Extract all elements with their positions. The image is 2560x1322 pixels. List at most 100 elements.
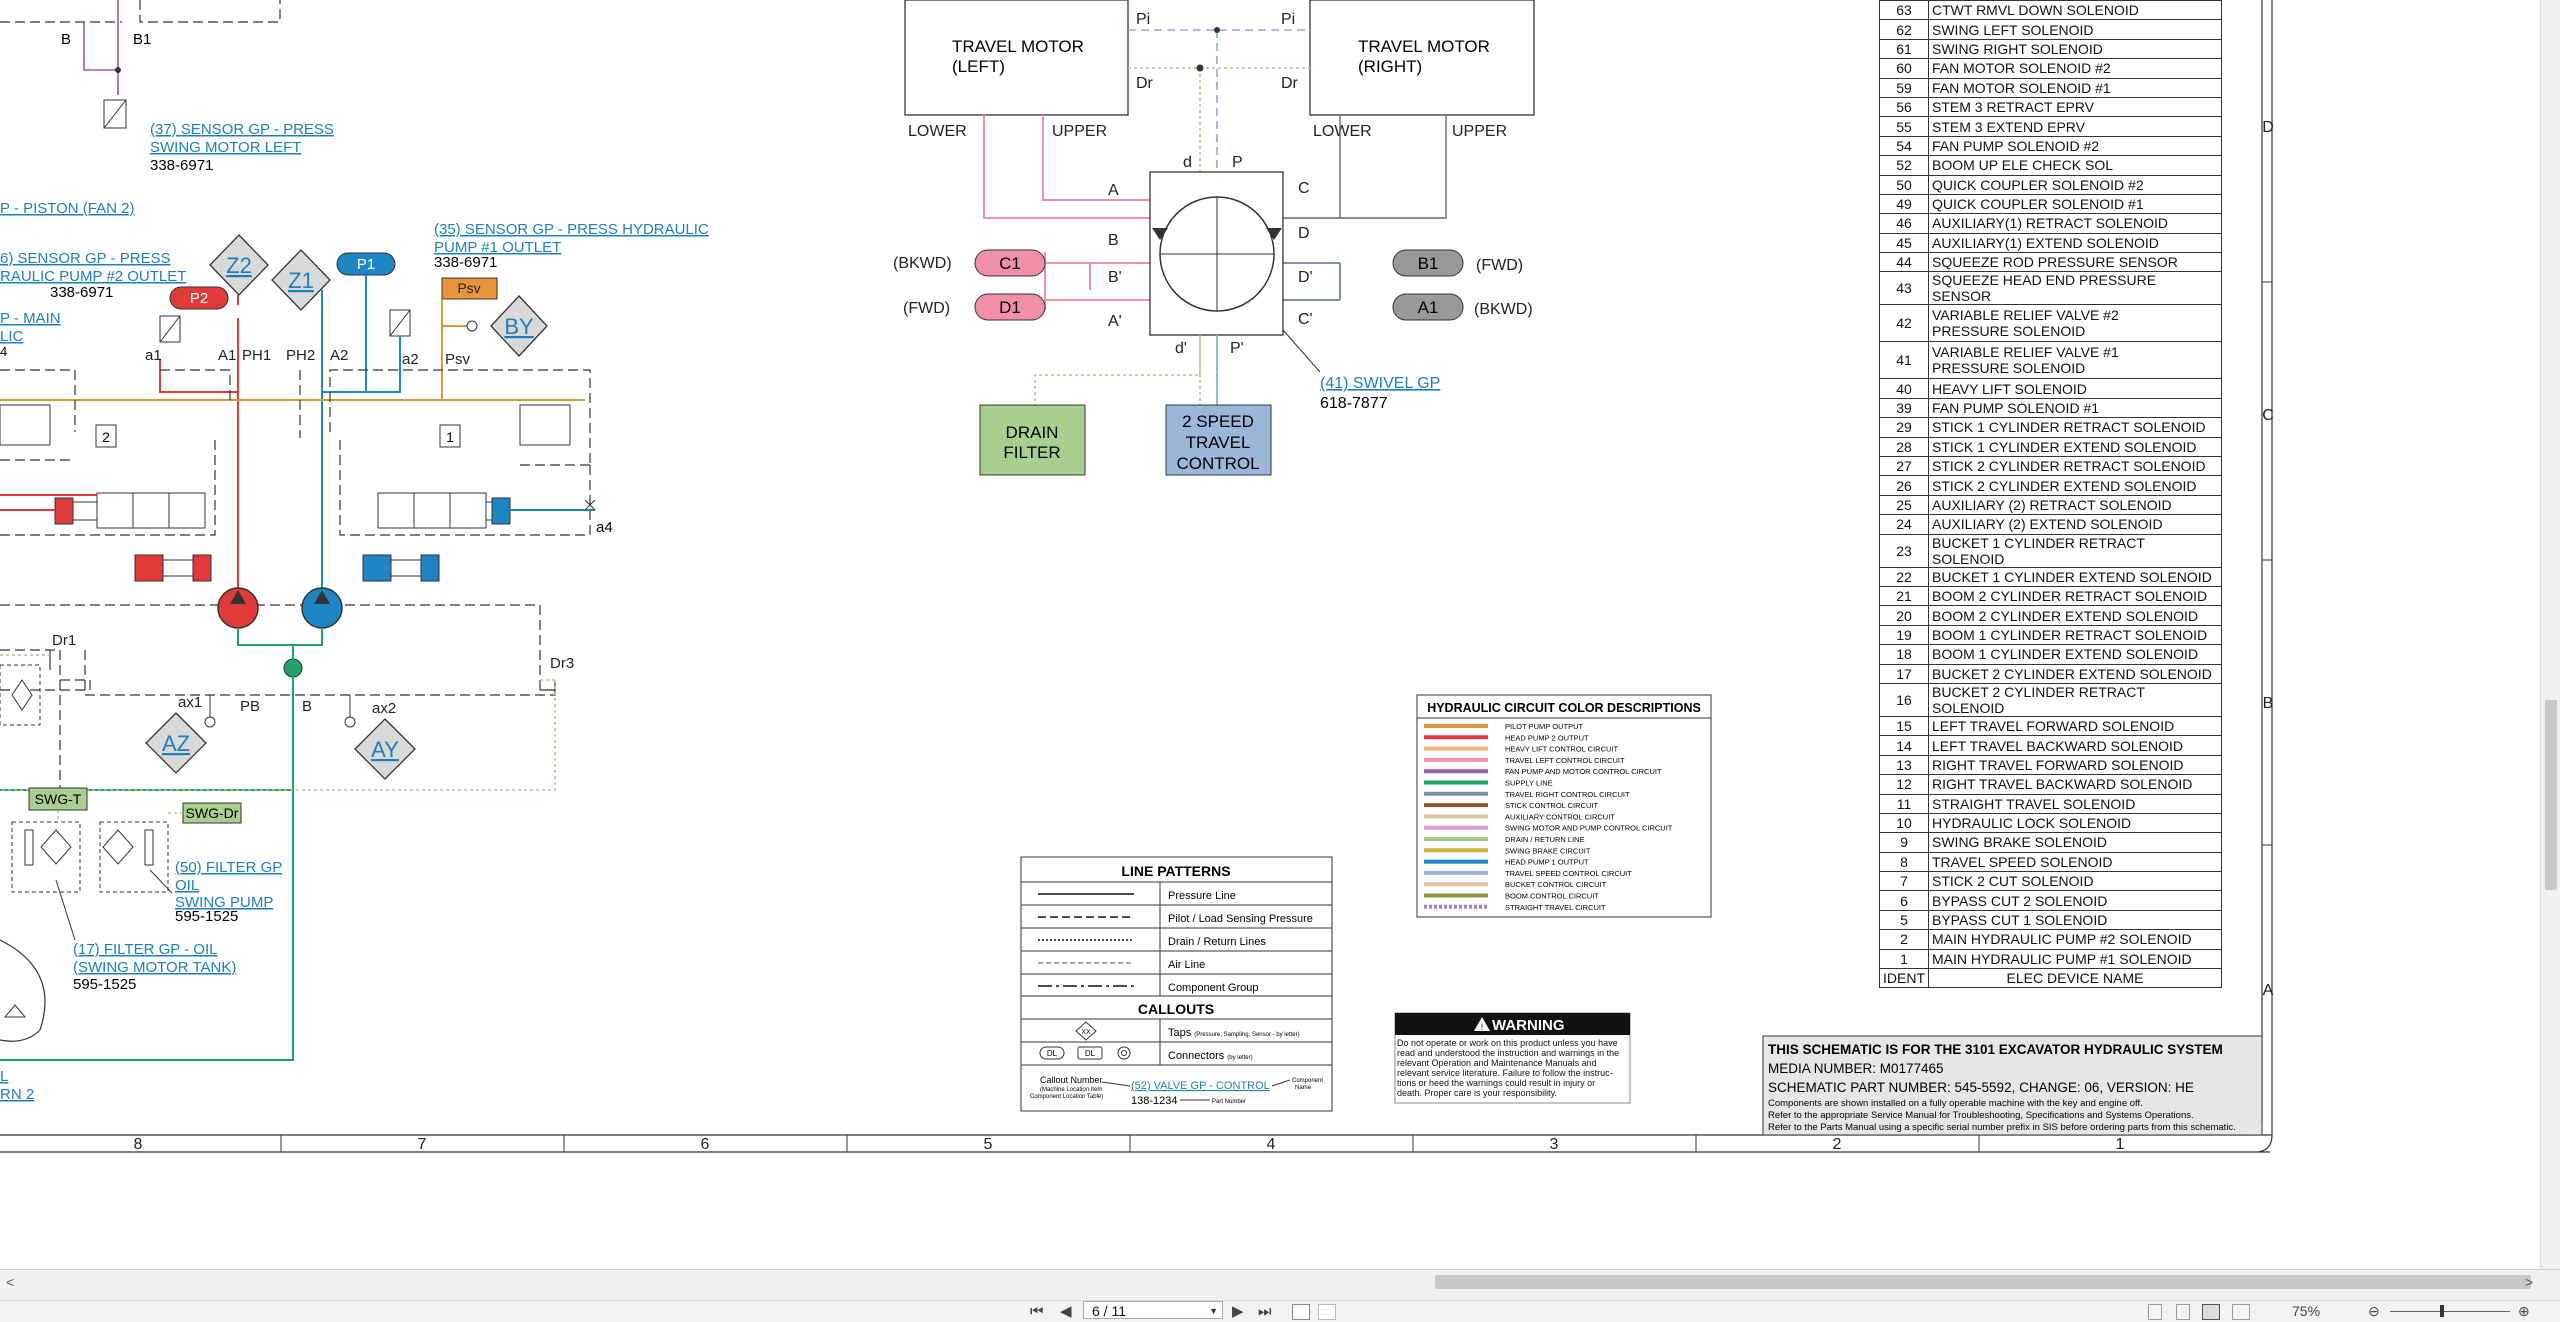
document-viewport[interactable]: 8 7 6 5 4 3 2 1 D C B A TRAVEL MOTOR(LEF… [0, 0, 2560, 1269]
label-ax2: ax2 [372, 700, 396, 717]
schematic-drawing: 8 7 6 5 4 3 2 1 D C B A TRAVEL MOTOR(LEF… [0, 0, 2384, 1175]
main-link-line2[interactable]: LIC [0, 328, 24, 345]
filter50-link[interactable]: (50) FILTER GP [175, 859, 282, 876]
label-b-top: B [61, 31, 71, 48]
pattern-component: Component Group [1168, 982, 1259, 994]
warning-line-6: death. Proper care is your responsibilit… [1397, 1088, 1557, 1098]
warning-line-4: relevant service literature. Failure to … [1397, 1068, 1613, 1078]
label-B-pump: B [302, 698, 312, 715]
zoom-in-button[interactable]: ⊕ [2518, 1303, 2530, 1319]
callout-example-link[interactable]: (52) VALVE GP - CONTROL [1131, 1080, 1270, 1092]
filter50-link-line3[interactable]: SWING PUMP [175, 894, 273, 911]
zoom-out-button[interactable]: ⊖ [2368, 1303, 2380, 1319]
port-p-prime: P' [1230, 340, 1244, 357]
fit-view-icon[interactable] [2232, 1304, 2250, 1320]
zoom-slider-track[interactable] [2390, 1311, 2510, 1312]
device-ident: 23 [1879, 533, 1929, 568]
device-ident: 18 [1879, 644, 1929, 665]
device-ident: 7 [1879, 871, 1929, 892]
scroll-left-arrow[interactable]: < [6, 1274, 15, 1290]
fragment-l-link[interactable]: L [0, 1068, 8, 1085]
device-name: BUCKET 1 CYLINDER EXTEND SOLENOID [1928, 566, 2222, 587]
device-ident: 42 [1879, 304, 1929, 343]
device-ident: 26 [1879, 475, 1929, 496]
port-d-prime: D' [1298, 269, 1313, 286]
main-link[interactable]: P - MAIN [0, 310, 61, 327]
upper-left: UPPER [1052, 123, 1107, 140]
device-name: AUXILIARY(1) RETRACT SOLENOID [1928, 213, 2222, 234]
paste-icon[interactable] [1318, 1304, 1336, 1320]
grid-row-b: B [2263, 695, 2274, 712]
svg-text:Connectors(by letter): Connectors(by letter) [1168, 1050, 1253, 1062]
first-page-button[interactable]: ⏮ [1030, 1303, 1044, 1320]
connector-b1-label: B1 [1418, 254, 1439, 273]
filter50-link-line2[interactable]: OIL [175, 877, 199, 894]
warning-line-1: Do not operate or work on this product u… [1397, 1038, 1618, 1048]
legend-label: SUPPLY LINE [1505, 779, 1553, 788]
sensor35-link-line2[interactable]: PUMP #1 OUTLET [434, 239, 561, 256]
zoom-level[interactable]: 75% [2292, 1303, 2321, 1319]
tap-z1-label[interactable]: Z1 [288, 268, 314, 293]
connector-a1-label: A1 [1418, 298, 1439, 317]
svg-text:!: ! [1481, 1022, 1484, 1032]
connector-dl-1: DL [1047, 1049, 1058, 1058]
page-dropdown-icon[interactable]: ▼ [1209, 1306, 1218, 1316]
two-page-view-icon[interactable] [2202, 1304, 2220, 1320]
sensor35-link[interactable]: (35) SENSOR GP - PRESS HYDRAULIC [434, 221, 709, 238]
prev-page-button[interactable]: ◀ [1060, 1303, 1072, 1320]
last-page-button[interactable]: ⏭ [1258, 1303, 1272, 1320]
tap-ay-label[interactable]: AY [371, 737, 399, 762]
badge-p1-label: P1 [357, 256, 375, 273]
filter17-link[interactable]: (17) FILTER GP - OIL [73, 941, 217, 958]
vertical-scroll-thumb[interactable] [2545, 700, 2557, 890]
legend-label: HEAD PUMP 2 OUTPUT [1505, 733, 1589, 742]
copy-icon[interactable] [1292, 1304, 1310, 1320]
horizontal-scroll-thumb[interactable] [1435, 1275, 2531, 1289]
two-speed-travel-control-box [1165, 404, 1272, 476]
port-pi-right: Pi [1281, 11, 1295, 28]
badge-p2-label: P2 [190, 290, 208, 307]
sensor37-link[interactable]: (37) SENSOR GP - PRESS [150, 121, 334, 138]
device-name: HYDRAULIC LOCK SOLENOID [1928, 812, 2222, 834]
tap-az-label[interactable]: AZ [162, 731, 190, 756]
filter17-link-line2[interactable]: (SWING MOTOR TANK) [73, 959, 236, 976]
port-pi-left: Pi [1136, 11, 1150, 28]
tap-z2-label[interactable]: Z2 [226, 253, 252, 278]
horizontal-scrollbar[interactable]: < > [0, 1269, 2560, 1300]
continuous-view-icon[interactable] [2176, 1304, 2190, 1320]
label-dr3: Dr3 [550, 655, 574, 672]
label-ax1: ax1 [178, 694, 202, 711]
next-page-button[interactable]: ▶ [1232, 1303, 1244, 1320]
pdf-toolbar: ⏮ ◀ ▶ ⏭ 75% ⊖ ⊕ [0, 1300, 2560, 1322]
piston-fan-link[interactable]: P - PISTON (FAN 2) [0, 200, 134, 217]
device-name: BYPASS CUT 2 SOLENOID [1928, 890, 2222, 911]
sensor36-link-line2[interactable]: RAULIC PUMP #2 OUTLET [0, 268, 186, 285]
vertical-scrollbar[interactable] [2540, 0, 2560, 1269]
device-ident: 50 [1879, 174, 1929, 195]
single-page-view-icon[interactable] [2148, 1304, 2162, 1320]
grid-col-6: 6 [701, 1136, 710, 1153]
zoom-slider-thumb[interactable] [2440, 1305, 2444, 1317]
device-ident: 63 [1879, 0, 1929, 21]
page-number-input[interactable]: 6 / 11 ▼ [1083, 1301, 1223, 1319]
swivel-gp-link[interactable]: (41) SWIVEL GP [1320, 375, 1440, 392]
scroll-right-arrow[interactable]: > [2525, 1274, 2534, 1290]
sensor37-link-line2[interactable]: SWING MOTOR LEFT [150, 139, 301, 156]
sensor36-link[interactable]: 6) SENSOR GP - PRESS [0, 250, 171, 267]
fragment-rn2-link[interactable]: RN 2 [0, 1086, 34, 1103]
port-a: A [1108, 182, 1119, 199]
tap-by-label[interactable]: BY [504, 314, 534, 339]
device-ident: 1 [1879, 948, 1929, 970]
device-name: MAIN HYDRAULIC PUMP #1 SOLENOID [1928, 948, 2222, 970]
